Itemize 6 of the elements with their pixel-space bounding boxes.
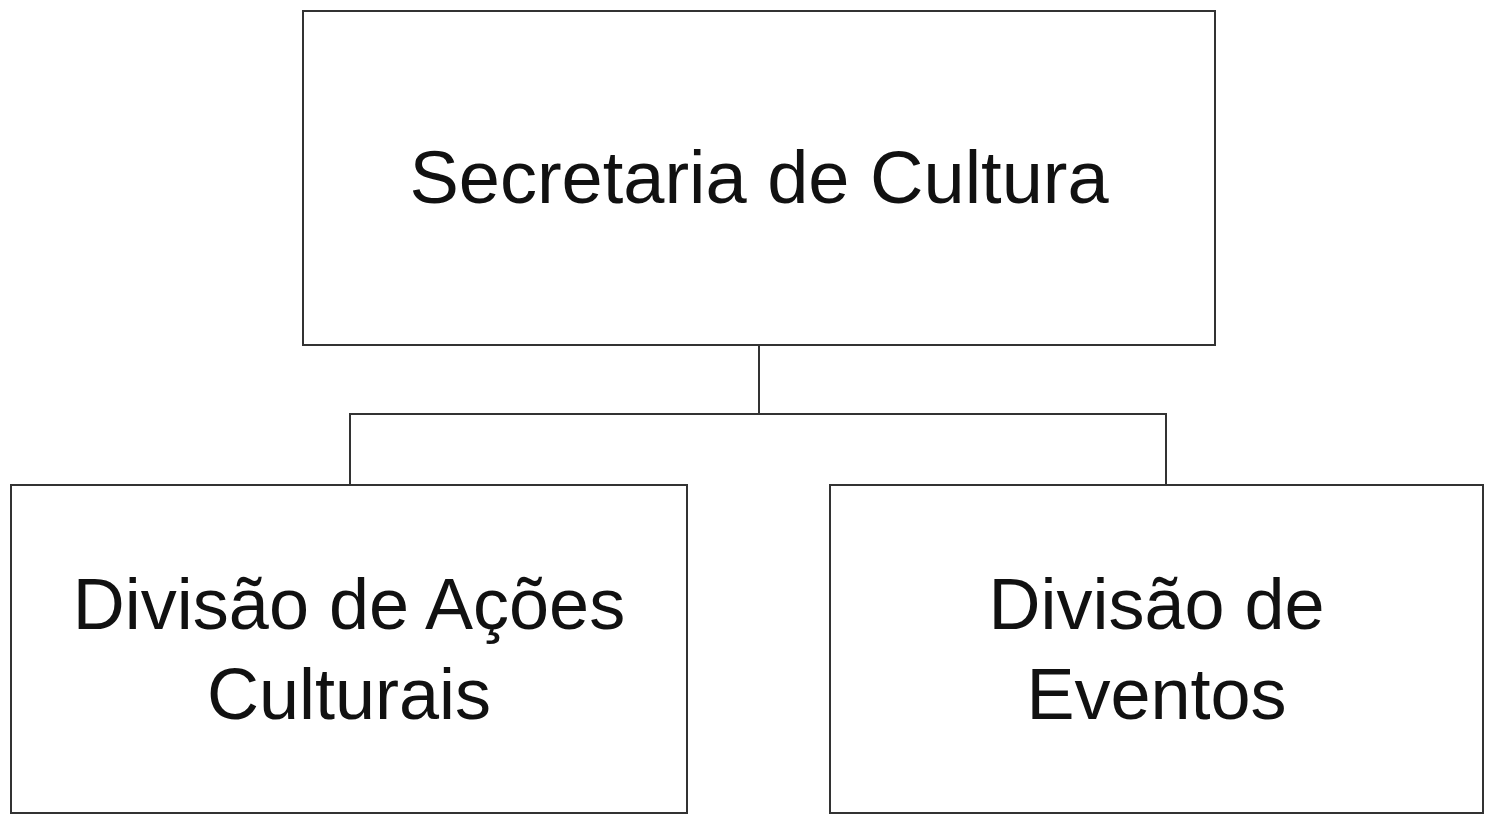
box-label: Secretaria de Cultura bbox=[409, 134, 1109, 221]
box-label: Divisão de Ações Culturais bbox=[71, 563, 627, 736]
box-label: Divisão de Eventos bbox=[987, 563, 1326, 736]
org-box bbox=[302, 10, 1216, 346]
org-box bbox=[10, 484, 688, 814]
org-box bbox=[829, 484, 1484, 814]
